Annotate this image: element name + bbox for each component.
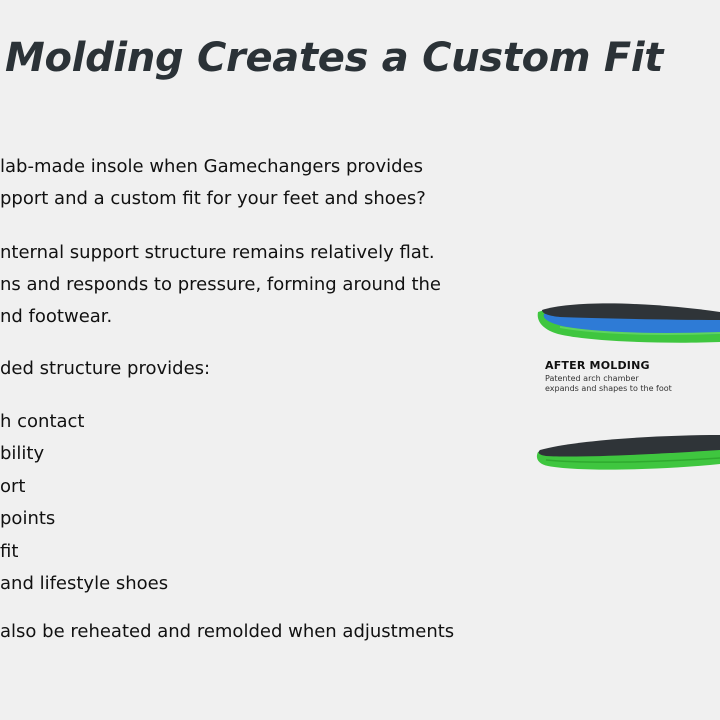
- structure-line-2: ns and responds to pressure, forming aro…: [0, 274, 441, 295]
- molded-insole-image: [537, 303, 720, 343]
- benefits-list: h contact bility ort points fit and life…: [0, 406, 168, 600]
- structure-line-3: nd footwear.: [0, 306, 113, 327]
- caption-line-1: Patented arch chamber: [545, 374, 639, 383]
- benefit-item: bility: [0, 443, 45, 465]
- benefit-item: points: [0, 508, 56, 530]
- caption-line-2: expands and shapes to the foot: [545, 384, 672, 393]
- benefit-item: and lifestyle shoes: [0, 573, 169, 595]
- insole-illustration: [536, 303, 720, 470]
- provides-paragraph: ded structure provides:: [0, 353, 210, 385]
- intro-line-1: lab-made insole when Gamechangers provid…: [0, 156, 423, 177]
- benefit-item: ort: [0, 475, 26, 497]
- provides-line: ded structure provides:: [0, 358, 211, 379]
- flat-insole-image: [536, 435, 720, 470]
- structure-line-1: nternal support structure remains relati…: [0, 242, 435, 263]
- structure-paragraph: nternal support structure remains relati…: [0, 237, 441, 333]
- closing-paragraph: also be reheated and remolded when adjus…: [0, 621, 455, 642]
- intro-paragraph: lab-made insole when Gamechangers provid…: [0, 151, 426, 215]
- after-molding-label: AFTER MOLDING: [545, 359, 650, 372]
- intro-line-2: pport and a custom fit for your feet and…: [0, 188, 426, 209]
- benefit-item: fit: [0, 540, 19, 562]
- after-molding-caption: Patented arch chamber expands and shapes…: [545, 374, 672, 394]
- benefit-item: h contact: [0, 411, 85, 432]
- page-title: Molding Creates a Custom Fit: [5, 35, 664, 81]
